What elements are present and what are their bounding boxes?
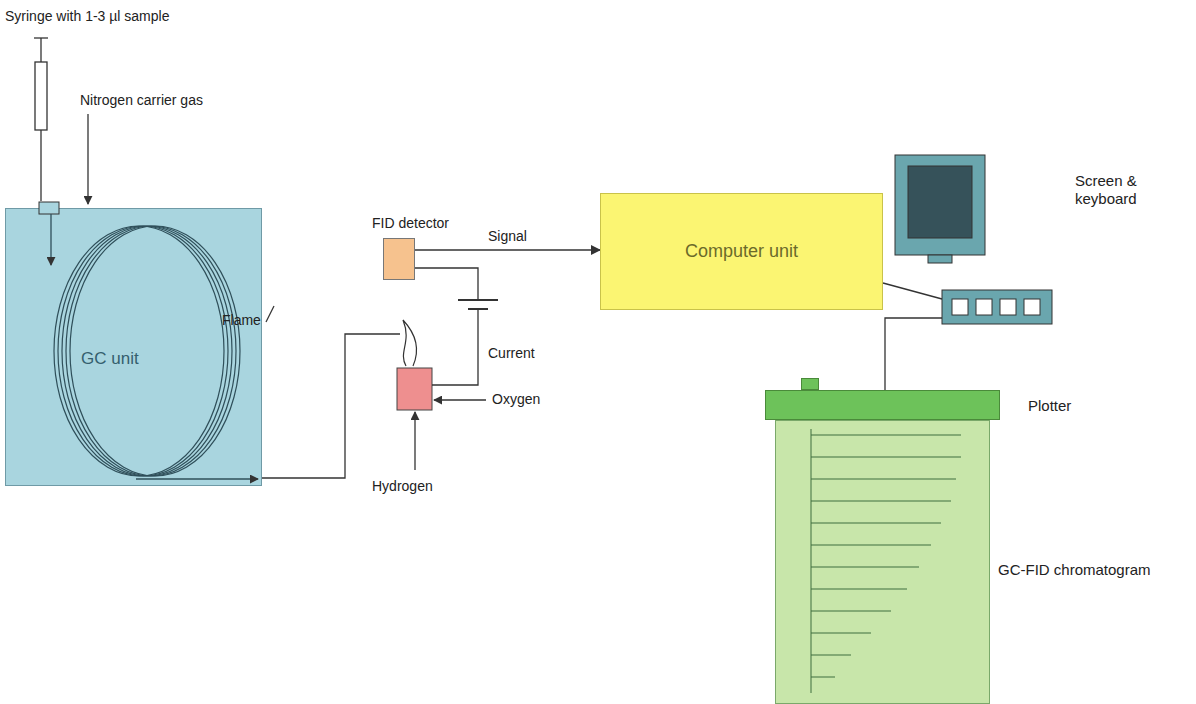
- chromatogram-peak: [811, 457, 961, 458]
- syringe-plunger: [40, 38, 41, 62]
- gc-unit-box: GC unit: [5, 208, 262, 486]
- node-illustration: [776, 421, 991, 704]
- chromatogram-peak: [811, 501, 951, 502]
- syringe: [34, 38, 48, 201]
- chromatogram-peak: [811, 567, 919, 568]
- injector-port: [39, 202, 59, 214]
- fid-detector-box: FID detector: [383, 238, 415, 280]
- gas-inlet-arrow: [434, 399, 486, 400]
- node-label: Screen & keyboard: [1075, 172, 1175, 208]
- keyboard-key: [1024, 299, 1040, 315]
- flame-symbol: [403, 320, 416, 366]
- gas-inlet-arrow: [87, 114, 88, 204]
- connector-label: Signal: [486, 228, 529, 245]
- node-label: FID detector: [372, 215, 449, 232]
- keyboard-key: [1000, 299, 1016, 315]
- part-label: Flame: [222, 312, 261, 329]
- syringe-needle: [40, 130, 41, 201]
- leader-line: [266, 306, 274, 322]
- plotter-knob: [801, 378, 819, 390]
- screen-keyboard: Screen & keyboard: [890, 150, 1055, 330]
- gas-inlet-arrow: [414, 412, 415, 470]
- chromatogram-peak: [811, 655, 851, 656]
- connector: [885, 318, 942, 390]
- part-label: Syringe with 1-3 µl sample: [5, 8, 169, 25]
- part-label: Hydrogen: [372, 478, 433, 495]
- plotter-box: Plotter: [765, 390, 1000, 420]
- monitor-screen: [908, 166, 972, 238]
- syringe-barrel: [35, 62, 47, 130]
- column-outlet-wire: [262, 334, 400, 478]
- flow-arrow: [50, 214, 51, 265]
- signal-label: Current: [488, 345, 535, 362]
- connector: [883, 283, 942, 299]
- chromatogram-axis: [811, 429, 812, 693]
- node-illustration: [6, 209, 263, 487]
- chromatogram-paper: GC-FID chromatogram: [775, 420, 990, 704]
- circuit-wire: [432, 309, 478, 385]
- flow-arrow: [136, 478, 258, 479]
- monitor: [895, 155, 985, 255]
- keyboard-key: [952, 299, 968, 315]
- chromatogram-peak: [811, 677, 835, 678]
- monitor-stand: [928, 255, 952, 263]
- column-coil: [58, 226, 228, 476]
- part-label: Nitrogen carrier gas: [80, 92, 203, 109]
- column-coil: [70, 226, 240, 476]
- node-label: Plotter: [1028, 397, 1071, 415]
- circuit-wire: [415, 268, 478, 300]
- connector: [415, 249, 600, 250]
- column-coil: [54, 226, 224, 476]
- computer-box: Computer unit: [600, 193, 883, 310]
- chromatogram-peak: [811, 479, 956, 480]
- column-coil: [66, 226, 236, 476]
- node-illustration: [890, 150, 1055, 330]
- keyboard: [942, 290, 1052, 324]
- chromatogram-peak: [811, 523, 941, 524]
- node-label: GC unit: [81, 349, 139, 369]
- chromatogram-peak: [811, 611, 891, 612]
- chromatogram-peak: [811, 633, 871, 634]
- chromatogram-peak: [811, 589, 907, 590]
- burner: [397, 368, 432, 410]
- keyboard-key: [976, 299, 992, 315]
- part-label: Oxygen: [492, 391, 540, 408]
- chromatogram-peak: [811, 545, 931, 546]
- node-label: Computer unit: [601, 241, 882, 263]
- node-label: GC-FID chromatogram: [998, 561, 1151, 579]
- chromatogram-peak: [811, 435, 961, 436]
- battery-symbol: [458, 299, 498, 301]
- column-coil: [62, 226, 232, 476]
